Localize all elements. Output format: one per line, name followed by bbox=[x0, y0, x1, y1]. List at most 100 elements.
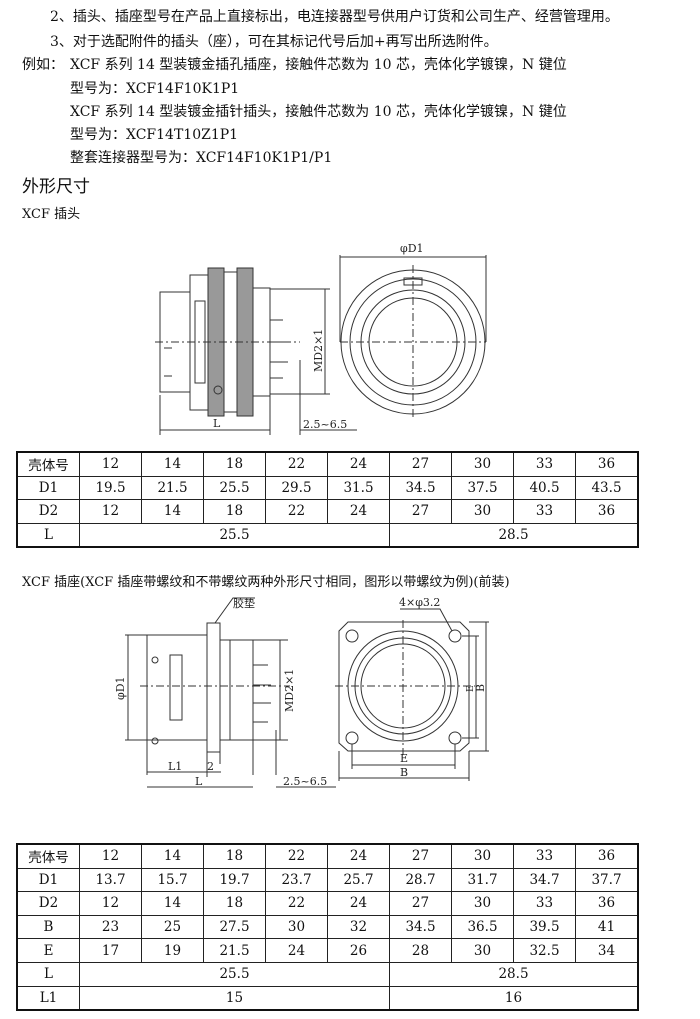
table-cell: 41 bbox=[575, 914, 639, 940]
table-cell: 34.7 bbox=[513, 867, 576, 893]
row-header-cell: D2 bbox=[16, 891, 80, 916]
table-cell: 22 bbox=[265, 843, 328, 869]
table-cell: 22 bbox=[265, 891, 328, 916]
table-cell: 40.5 bbox=[513, 475, 576, 501]
receptacle-d1-label: φD1 bbox=[114, 676, 127, 700]
gasket-label: 胶垫 bbox=[233, 596, 255, 610]
table-cell: 34 bbox=[575, 938, 639, 963]
row-header-cell: L1 bbox=[16, 985, 80, 1011]
plug-side-view bbox=[155, 267, 357, 435]
table-cell: 27 bbox=[389, 891, 452, 916]
table-cell: 14 bbox=[141, 891, 204, 916]
table-cell: 27 bbox=[389, 499, 452, 524]
table-cell: 33 bbox=[513, 843, 576, 869]
receptacle-l-label: L bbox=[195, 775, 203, 788]
table-cell: 31.5 bbox=[327, 475, 390, 501]
receptacle-range-label: 2.5~6.5 bbox=[283, 775, 327, 788]
mounting-holes-label: 4×φ3.2 bbox=[399, 596, 440, 609]
table-cell: 33 bbox=[513, 499, 576, 524]
table-cell: 18 bbox=[203, 843, 266, 869]
row-header-cell: 壳体号 bbox=[16, 843, 80, 869]
table-cell: 14 bbox=[141, 451, 204, 477]
e-label-bottom: E bbox=[400, 752, 408, 765]
table-cell: 13.7 bbox=[79, 867, 142, 893]
table-cell: 18 bbox=[203, 891, 266, 916]
table-cell: 22 bbox=[265, 499, 328, 524]
table-cell: 30 bbox=[451, 499, 514, 524]
note-3: 3、对于选配附件的插头（座），可在其标记代号后加+再写出所选附件。 bbox=[50, 34, 498, 50]
flange-thickness-label: 2 bbox=[207, 760, 214, 773]
row-header-cell: 壳体号 bbox=[16, 451, 80, 477]
table-cell: 22 bbox=[265, 451, 328, 477]
table-cell: 36 bbox=[575, 499, 639, 524]
row-header-cell: L bbox=[16, 961, 80, 987]
table-cell: 33 bbox=[513, 451, 576, 477]
table-cell: 39.5 bbox=[513, 914, 576, 940]
table-cell: 25.5 bbox=[79, 522, 390, 548]
table-cell: 28 bbox=[389, 938, 452, 963]
receptacle-side-view bbox=[125, 597, 336, 788]
table-cell: 15.7 bbox=[141, 867, 204, 893]
table-cell: 17 bbox=[79, 938, 142, 963]
plug-caption: XCF 插头 bbox=[22, 207, 81, 222]
plug-range-label: 2.5~6.5 bbox=[303, 418, 347, 431]
plug-front-view bbox=[339, 255, 487, 420]
table-cell: 32 bbox=[327, 914, 390, 940]
example-1: XCF 系列 14 型装镀金插孔插座，接触件芯数为 10 芯，壳体化学镀镍，N … bbox=[70, 57, 567, 73]
table-cell: 14 bbox=[141, 499, 204, 524]
table-cell: 36 bbox=[575, 451, 639, 477]
b-label-bottom: B bbox=[400, 766, 408, 779]
plug-md2-label: MD2×1 bbox=[312, 329, 325, 372]
table-cell: 24 bbox=[265, 938, 328, 963]
receptacle-front-view bbox=[335, 608, 489, 781]
table-cell: 27.5 bbox=[203, 914, 266, 940]
l1-label: L1 bbox=[168, 760, 182, 773]
receptacle-caption: XCF 插座(XCF 插座带螺纹和不带螺纹两种外形尺寸相同，图形以带螺纹为例)(… bbox=[22, 575, 510, 590]
table-cell: 18 bbox=[203, 451, 266, 477]
table-cell: 12 bbox=[79, 891, 142, 916]
example-label: 例如： bbox=[22, 57, 64, 73]
table-cell: 36 bbox=[575, 891, 639, 916]
table-cell: 34.5 bbox=[389, 914, 452, 940]
table-cell: 32.5 bbox=[513, 938, 576, 963]
model-2: 型号为：XCF14T10Z1P1 bbox=[70, 127, 239, 143]
plug-l-label: L bbox=[213, 417, 221, 430]
table-cell: 21.5 bbox=[203, 938, 266, 963]
table-cell: 12 bbox=[79, 499, 142, 524]
table-cell: 18 bbox=[203, 499, 266, 524]
table-cell: 30 bbox=[265, 914, 328, 940]
model-1: 型号为：XCF14F10K1P1 bbox=[70, 81, 240, 97]
row-header-cell: D1 bbox=[16, 867, 80, 893]
table-cell: 28.7 bbox=[389, 867, 452, 893]
table-cell: 30 bbox=[451, 891, 514, 916]
table-cell: 15 bbox=[79, 985, 390, 1011]
table-cell: 34.5 bbox=[389, 475, 452, 501]
table-cell: 25.5 bbox=[79, 961, 390, 987]
table-cell: 31.7 bbox=[451, 867, 514, 893]
table-cell: 21.5 bbox=[141, 475, 204, 501]
table-cell: 30 bbox=[451, 938, 514, 963]
table-cell: 14 bbox=[141, 843, 204, 869]
table-cell: 24 bbox=[327, 843, 390, 869]
table-cell: 25.7 bbox=[327, 867, 390, 893]
table-cell: 24 bbox=[327, 891, 390, 916]
row-header-cell: L bbox=[16, 522, 80, 548]
table-cell: 12 bbox=[79, 451, 142, 477]
table-cell: 19.5 bbox=[79, 475, 142, 501]
b-label-side: B bbox=[474, 684, 487, 692]
table-cell: 23.7 bbox=[265, 867, 328, 893]
